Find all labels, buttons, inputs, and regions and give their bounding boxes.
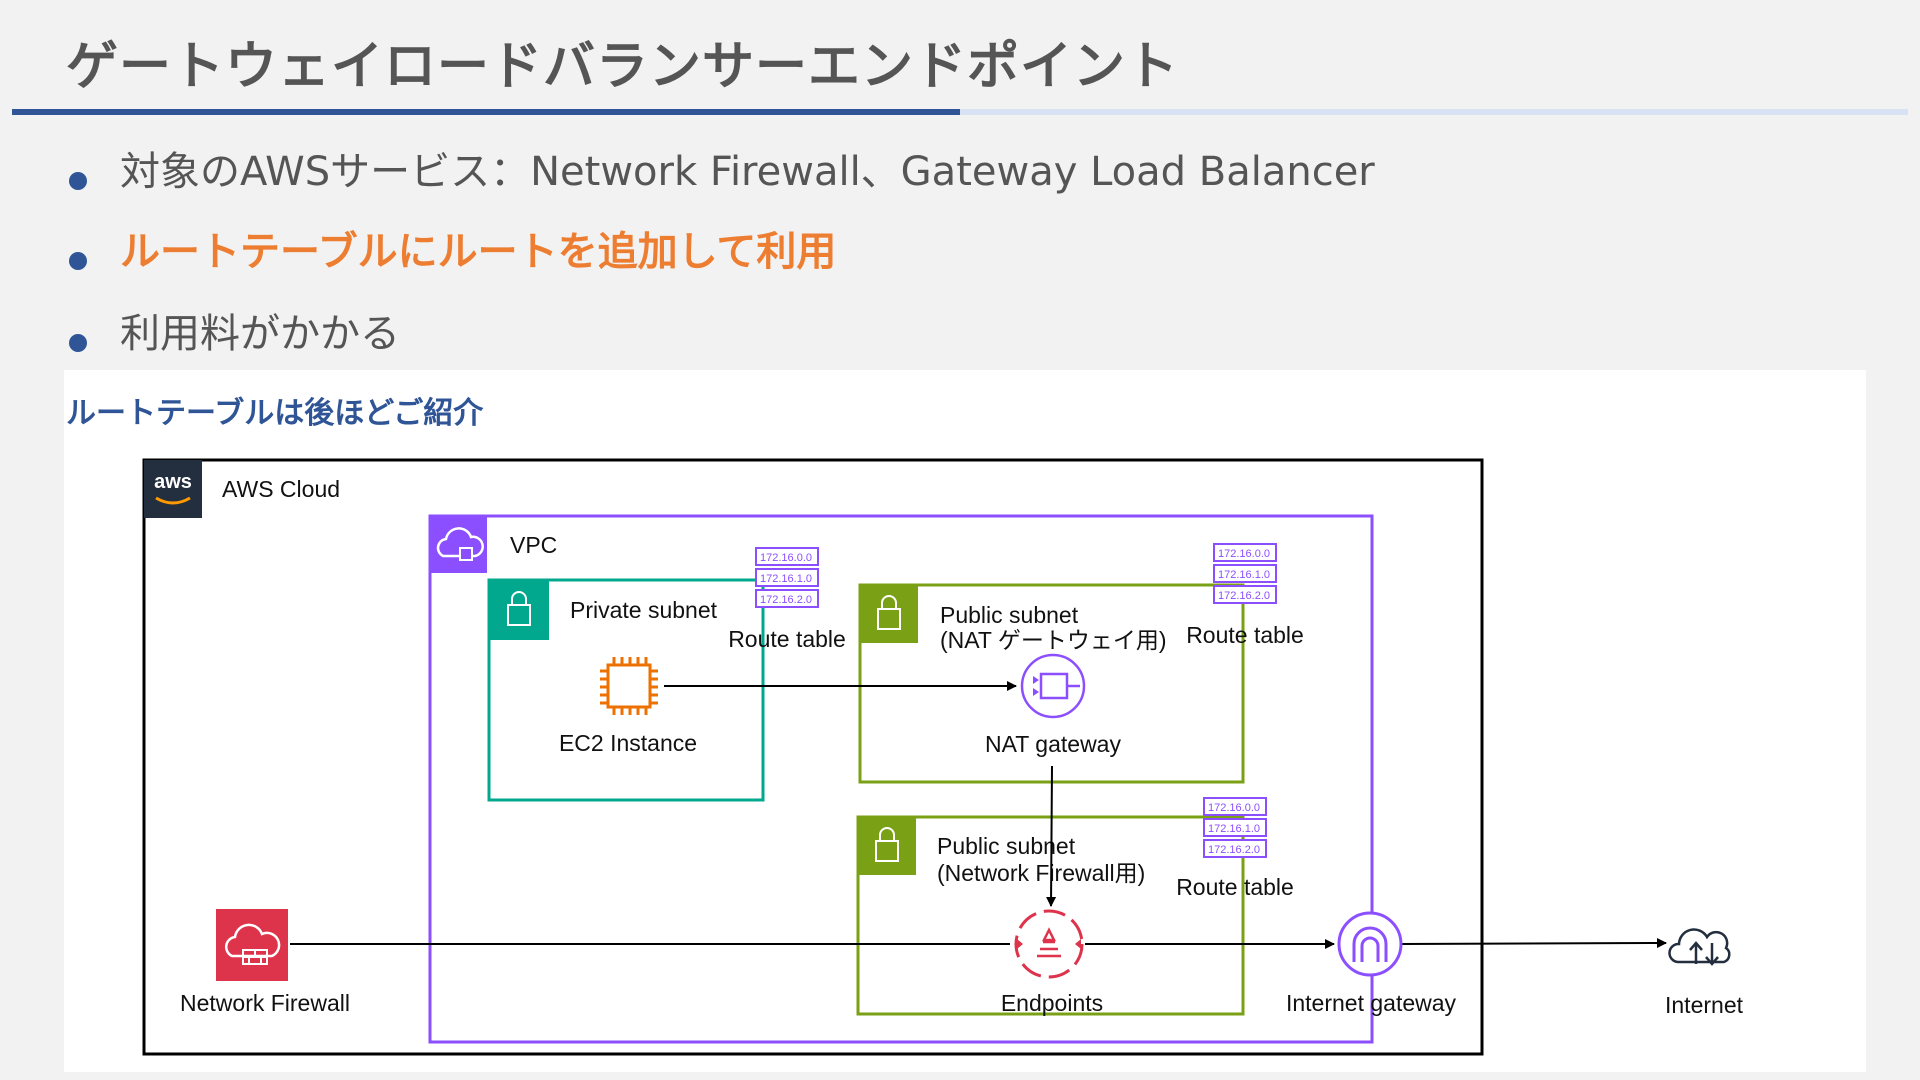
aws-cloud-group: aws AWS Cloud bbox=[142, 458, 1484, 1056]
title-rule-accent bbox=[12, 109, 960, 115]
bullet-text: 利用料がかかる bbox=[120, 311, 400, 357]
ec2-label: EC2 Instance bbox=[559, 730, 697, 756]
bullet-text: 対象のAWSサービス：Network Firewall、Gateway Load… bbox=[120, 149, 1375, 195]
route-table-label: Route table bbox=[728, 626, 846, 652]
bullet-dot bbox=[69, 172, 87, 190]
vpc-label: VPC bbox=[510, 532, 557, 558]
internet-gateway-icon bbox=[1337, 911, 1403, 977]
route-entry: 172.16.0.0 bbox=[1218, 548, 1270, 560]
ec2-chip-icon bbox=[600, 657, 658, 715]
aws-logo-icon bbox=[144, 460, 202, 518]
title-rule-track bbox=[12, 109, 1908, 115]
route-entry: 172.16.0.0 bbox=[1208, 802, 1260, 814]
route-table-label: Route table bbox=[1176, 874, 1294, 900]
nat-gateway-label: NAT gateway bbox=[985, 731, 1121, 757]
public-subnet-nat-lock-icon bbox=[860, 585, 918, 643]
private-subnet-group: Private subnet bbox=[487, 578, 765, 802]
bullet-dot bbox=[69, 252, 87, 270]
route-entry: 172.16.1.0 bbox=[1218, 569, 1270, 581]
arrow-nat-to-endpoints bbox=[1046, 765, 1057, 907]
diagram-panel bbox=[64, 370, 1866, 1072]
route-entry: 172.16.0.0 bbox=[760, 552, 812, 564]
internet-label: Internet bbox=[1665, 992, 1744, 1018]
internet: Internet bbox=[1665, 928, 1744, 1018]
connectors bbox=[290, 681, 1667, 949]
nat-gateway: NAT gateway bbox=[985, 653, 1121, 757]
bullet-dot bbox=[69, 334, 87, 352]
public-subnet-fw-lock-icon bbox=[858, 817, 916, 875]
public-subnet-fw-label-line1: Public subnet bbox=[937, 833, 1076, 859]
public-subnet-nat-group: Public subnet (NAT ゲートウェイ用) bbox=[858, 583, 1245, 784]
route-table-public-fw: 172.16.0.0 172.16.1.0 172.16.2.0 Route t… bbox=[1176, 797, 1294, 900]
private-subnet-lock-icon bbox=[489, 580, 549, 640]
route-table-note: ルートテーブルは後ほどご紹介 bbox=[66, 396, 484, 431]
public-subnet-nat-label-line2: (NAT ゲートウェイ用) bbox=[940, 627, 1167, 653]
vpc-group: VPC bbox=[428, 514, 1374, 1044]
network-firewall-icon bbox=[216, 909, 288, 981]
network-firewall-label: Network Firewall bbox=[180, 990, 350, 1016]
internet-gateway: Internet gateway bbox=[1286, 911, 1457, 1016]
arrow-igw-to-internet bbox=[1401, 938, 1667, 949]
public-subnet-nat-label-line1: Public subnet bbox=[940, 602, 1079, 628]
route-entry: 172.16.1.0 bbox=[760, 573, 812, 585]
route-table-private: 172.16.0.0 172.16.1.0 172.16.2.0 Route t… bbox=[728, 547, 846, 652]
route-entry: 172.16.2.0 bbox=[760, 594, 812, 606]
endpoints-icon bbox=[1014, 909, 1084, 979]
internet-gateway-label: Internet gateway bbox=[1286, 990, 1457, 1016]
route-entry: 172.16.2.0 bbox=[1218, 590, 1270, 602]
ec2-instance: EC2 Instance bbox=[559, 657, 697, 756]
page-title: ゲートウェイロードバランサーエンドポイント bbox=[66, 37, 1180, 97]
internet-cloud-icon bbox=[1668, 928, 1731, 966]
nat-gateway-icon bbox=[1020, 653, 1086, 719]
gateway-lb-endpoints: Endpoints bbox=[1001, 909, 1103, 1016]
aws-logo-text: aws bbox=[154, 471, 192, 493]
endpoints-label: Endpoints bbox=[1001, 990, 1103, 1016]
network-firewall: Network Firewall bbox=[180, 909, 350, 1016]
route-entry: 172.16.2.0 bbox=[1208, 844, 1260, 856]
route-entry: 172.16.1.0 bbox=[1208, 823, 1260, 835]
bullet-text: ルートテーブルにルートを追加して利用 bbox=[120, 229, 837, 275]
aws-cloud-label: AWS Cloud bbox=[222, 476, 340, 502]
route-table-public-nat: 172.16.0.0 172.16.1.0 172.16.2.0 Route t… bbox=[1186, 543, 1304, 648]
route-table-label: Route table bbox=[1186, 622, 1304, 648]
public-subnet-fw-label-line2: (Network Firewall用) bbox=[937, 860, 1145, 886]
private-subnet-label: Private subnet bbox=[570, 597, 718, 623]
public-subnet-fw-group: Public subnet (Network Firewall用) bbox=[856, 815, 1245, 1016]
